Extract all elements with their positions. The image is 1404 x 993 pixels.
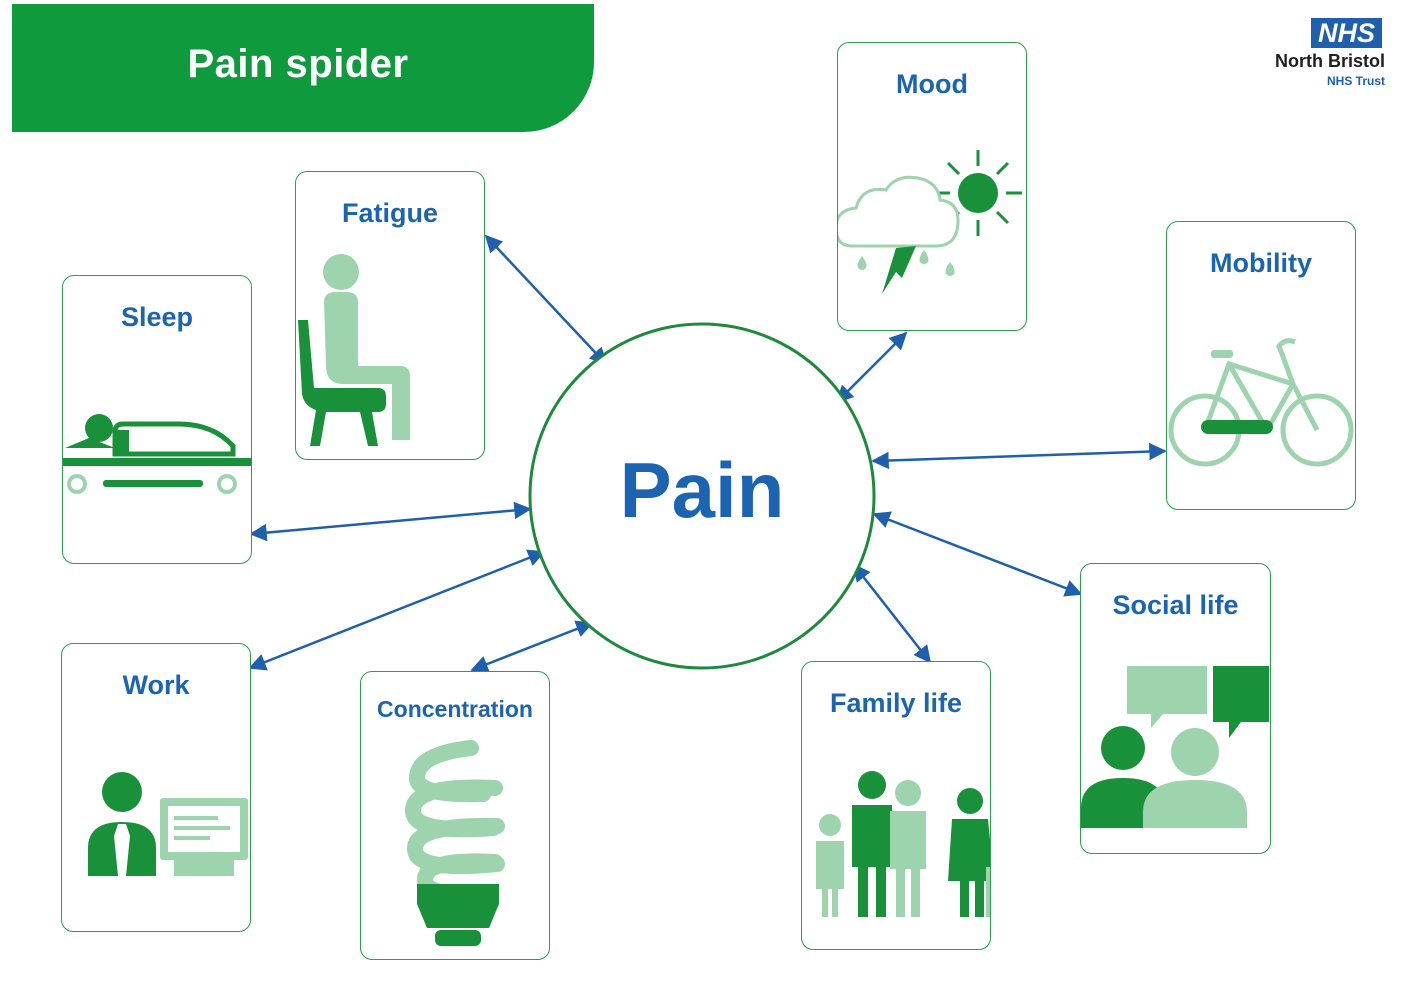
nhs-badge: NHS bbox=[1311, 18, 1382, 48]
title-banner bbox=[12, 4, 594, 132]
pain-hub-circle bbox=[528, 322, 876, 670]
factor-label-sleep: Sleep bbox=[120, 302, 194, 332]
factor-label-concentration: Concentration bbox=[377, 696, 533, 722]
arrow-concentration bbox=[470, 620, 594, 673]
factor-card-family: Family life bbox=[801, 661, 991, 950]
arrow-mobility bbox=[871, 442, 1167, 470]
factor-label-fatigue: Fatigue bbox=[341, 198, 438, 228]
logo-organisation: North Bristol bbox=[1275, 51, 1385, 71]
factor-label-social: Social life bbox=[1112, 590, 1239, 620]
seated-person-icon bbox=[298, 254, 410, 446]
storm-cloud-and-sun-icon bbox=[838, 150, 1022, 294]
factor-label-mood: Mood bbox=[896, 69, 968, 99]
factor-card-sleep: Sleep bbox=[62, 275, 252, 564]
factor-card-mobility: Mobility bbox=[1166, 221, 1356, 510]
person-at-computer-icon bbox=[88, 772, 248, 876]
arrow-work bbox=[248, 549, 546, 671]
factor-card-concentration: Concentration bbox=[360, 671, 550, 960]
arrow-family bbox=[852, 563, 932, 664]
factor-card-mood: Mood bbox=[837, 42, 1027, 331]
factor-label-family: Family life bbox=[829, 688, 963, 718]
factor-label-mobility: Mobility bbox=[1210, 248, 1312, 278]
page-title: Pain spider bbox=[187, 42, 409, 86]
factor-card-social: Social life bbox=[1080, 563, 1271, 854]
factor-card-work: Work bbox=[61, 643, 251, 932]
nhs-logo: NHS North Bristol NHS Trust bbox=[1255, 18, 1385, 93]
logo-trust-name: NHS Trust bbox=[1326, 74, 1385, 88]
factor-card-fatigue: Fatigue bbox=[295, 171, 485, 460]
arrow-sleep bbox=[249, 501, 532, 542]
people-speech-bubbles-icon bbox=[1081, 666, 1269, 828]
arrow-social bbox=[872, 511, 1083, 597]
factor-label-work: Work bbox=[122, 670, 190, 700]
bicycle-icon bbox=[1168, 338, 1354, 467]
person-in-bed-icon bbox=[63, 414, 251, 494]
arrow-mood bbox=[835, 331, 908, 404]
arrow-fatigue bbox=[484, 234, 608, 366]
family-group-icon bbox=[816, 771, 990, 917]
pain-hub-label: Pain bbox=[619, 446, 785, 534]
light-bulb-icon bbox=[405, 740, 505, 946]
